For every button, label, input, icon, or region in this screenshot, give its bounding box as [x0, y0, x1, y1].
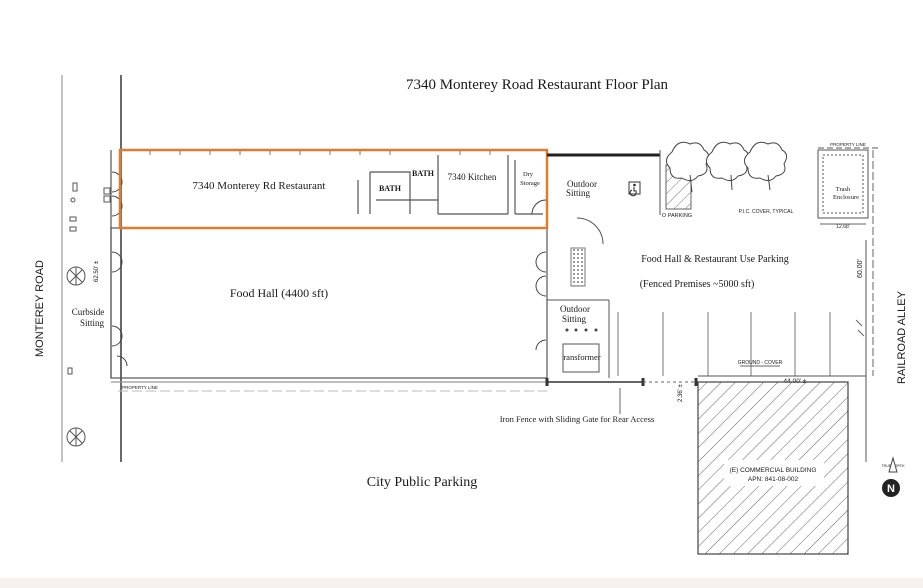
trash-enclosure-line1: Trash: [836, 186, 851, 193]
iron-fence: [545, 378, 698, 386]
kitchen-label: 7340 Kitchen: [448, 172, 497, 182]
tree-symbol-upper: [66, 266, 86, 286]
monterey-road-label: MONTEREY ROAD: [34, 260, 46, 357]
alley-curb-marks: [855, 319, 865, 337]
trash-enclosure-walls: [817, 147, 880, 219]
restaurant-label: 7340 Monterey Rd Restaurant: [193, 180, 326, 192]
accessible-parking-icon: [628, 181, 641, 197]
commercial-building-line1: (E) COMMERCIAL BUILDING: [730, 467, 817, 474]
transformer-label: ransformer: [563, 352, 600, 362]
parking-stall-lines: [617, 312, 831, 376]
fence-note-label: Iron Fence with Sliding Gate for Rear Ac…: [500, 414, 655, 424]
parking-subtitle: (Fenced Premises ~5000 sft): [640, 279, 755, 290]
restaurant-highlight-outline: [118, 148, 549, 230]
outdoor-sitting-lower-line2: Sitting: [562, 314, 587, 324]
dry-storage-label-line2: Storage: [520, 180, 540, 187]
trash-enclosure-line2: Enclosure: [833, 194, 859, 201]
city-public-parking-label: City Public Parking: [367, 475, 477, 490]
curbside-sitting-label-line2: Sitting: [80, 318, 105, 328]
restaurant-interior-walls: [120, 149, 547, 229]
seat-dots: [565, 328, 598, 332]
food-hall-label: Food Hall (4400 sft): [230, 286, 328, 300]
bath-label-lower: Bath: [379, 184, 402, 193]
paver-walkway: [570, 247, 586, 287]
commercial-building-label-box: [724, 460, 824, 486]
property-line-bottom-label: PROPERTY LINE: [122, 385, 158, 390]
dim-2-36-label: 2.36' ±: [678, 384, 684, 402]
railroad-alley-label: RAILROAD ALLEY: [896, 290, 908, 384]
plan-title: 7340 Monterey Road Restaurant Floor Plan: [406, 77, 669, 93]
street-fixtures: [67, 182, 111, 375]
food-hall-walls: [110, 150, 548, 383]
svg-text:N: N: [887, 483, 895, 495]
tree-symbol-lower: [66, 427, 86, 447]
parking-title: Food Hall & Restaurant Use Parking: [641, 254, 788, 265]
commercial-building-line2: APN: 841-08-002: [748, 476, 799, 483]
dim-12-68-label: 12.68': [836, 224, 850, 230]
curbside-sitting-label-line1: Curbside: [72, 307, 105, 317]
dim-62-50-label: 62.50' ±: [94, 260, 100, 282]
ground-cover-label: GROUND - COVER: [738, 360, 783, 366]
outdoor-sitting-lower-line1: Outdoor: [560, 304, 590, 314]
outdoor-sitting-lower-area: [547, 299, 610, 378]
property-line-top-label: PROPERTY LINE: [830, 142, 866, 147]
north-arrow-icon: TRUE NORTH N: [882, 456, 905, 497]
pic-cover-label: P.I.C. COVER, TYPICAL: [739, 209, 794, 215]
outdoor-sitting-upper-area: [547, 150, 661, 245]
outdoor-sitting-upper-line1: Outdoor: [567, 179, 597, 189]
footer-band: [0, 578, 923, 588]
tree-canopies: [666, 141, 788, 193]
dim-60-label: 60.00': [857, 259, 864, 278]
bath-label-upper: Bath: [412, 169, 435, 178]
restaurant-rear-door: [531, 199, 547, 215]
o-parking-label: O PARKING: [662, 213, 692, 219]
dry-storage-label-line1: Dry: [523, 171, 534, 178]
outdoor-sitting-upper-line2: Sitting: [566, 188, 591, 198]
door-swings-rear: [535, 251, 547, 351]
monterey-road-edge: [61, 75, 122, 462]
